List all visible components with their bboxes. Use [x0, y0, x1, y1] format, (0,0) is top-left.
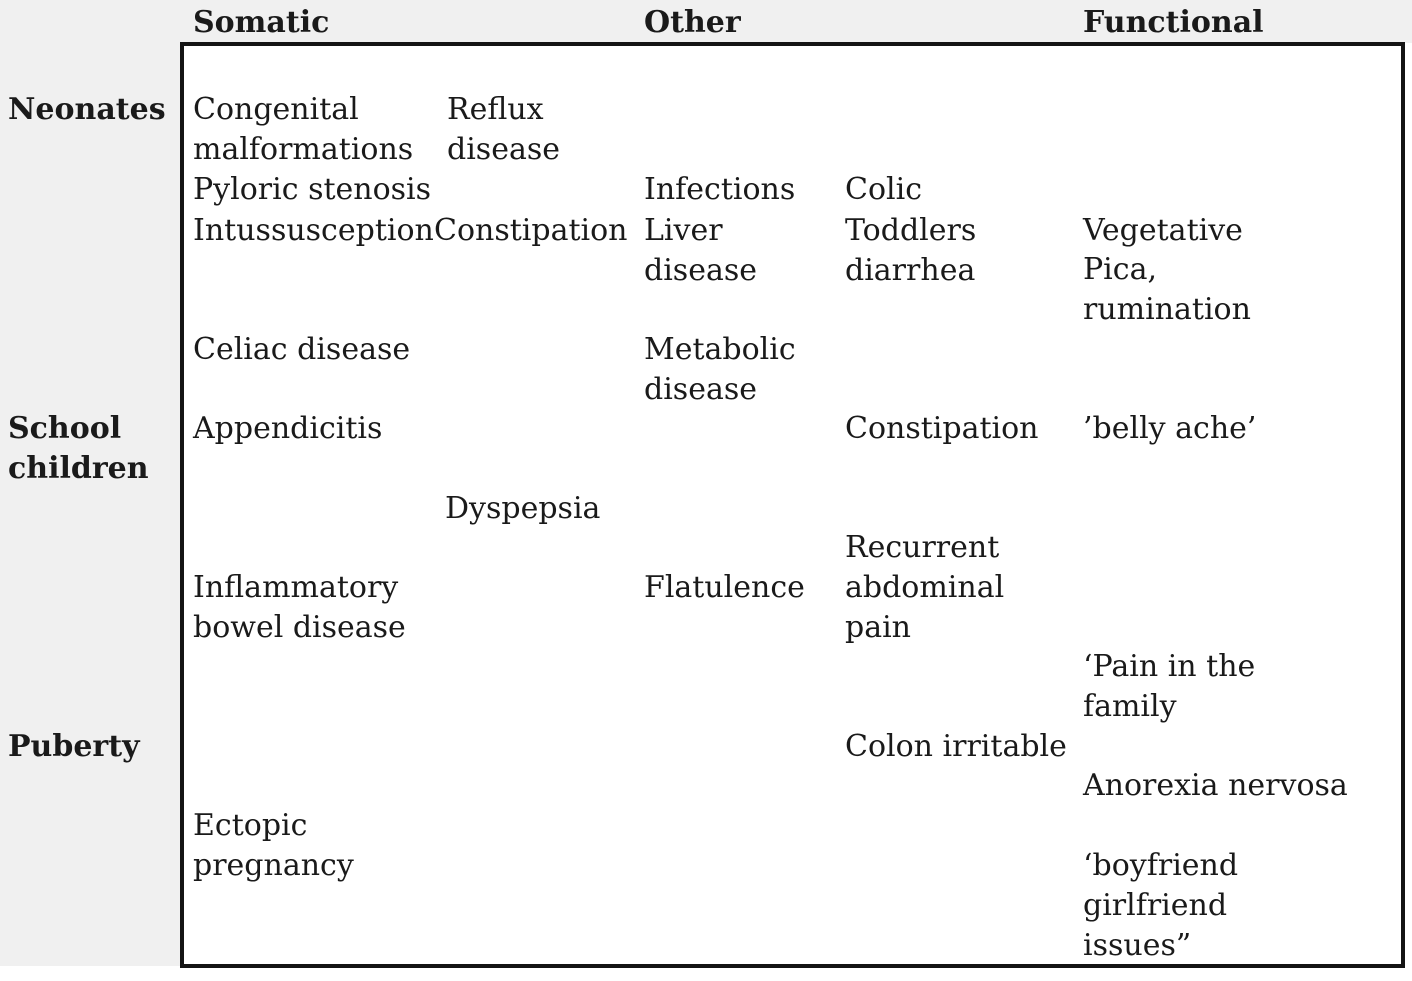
row-label-neonates: Neonates — [8, 92, 166, 127]
row-label-line: children — [8, 451, 149, 486]
row-label-background — [0, 0, 180, 966]
cell-line: Pica, — [1083, 252, 1158, 287]
header-other: Other — [644, 5, 741, 40]
cell-line: malformations — [193, 132, 414, 167]
cell-line: Recurrent — [845, 530, 1000, 565]
cell-constipation-other: Constipation — [845, 411, 1039, 446]
cell-line: Metabolic — [644, 332, 796, 367]
cell-line: family — [1083, 689, 1177, 724]
cell-line: Congenital — [193, 92, 359, 127]
cell-intussusception: Intussusception — [193, 213, 434, 248]
cell-ectopic-pregnancy: Ectopic pregnancy — [193, 806, 354, 886]
header-somatic: Somatic — [193, 5, 330, 40]
cell-colon-irritable: Colon irritable — [845, 729, 1067, 764]
cell-pyloric-stenosis: Pyloric stenosis — [193, 172, 432, 207]
cell-line: girlfriend — [1083, 888, 1228, 923]
cell-line: pregnancy — [193, 848, 354, 883]
cell-appendicitis: Appendicitis — [193, 411, 383, 446]
cell-liver-disease: Liver disease — [644, 211, 757, 291]
cell-line: disease — [644, 372, 757, 407]
cell-line: disease — [447, 132, 560, 167]
cell-line: Ectopic — [193, 808, 308, 843]
cell-line: rumination — [1083, 292, 1251, 327]
cell-recurrent-abdominal-pain: Recurrent abdominal pain — [845, 528, 1004, 648]
cell-line: diarrhea — [845, 253, 976, 288]
cell-anorexia-nervosa: Anorexia nervosa — [1083, 768, 1348, 803]
cell-line: Reflux — [447, 92, 544, 127]
cell-line: ‘boyfriend — [1083, 848, 1239, 883]
cell-line: Inflammatory — [193, 570, 399, 605]
cell-constipation: Constipation — [434, 213, 628, 248]
cell-line: Toddlers — [845, 213, 977, 248]
row-label-puberty: Puberty — [8, 729, 140, 764]
cell-boyfriend-girlfriend-issues: ‘boyfriend girlfriend issues” — [1083, 846, 1238, 966]
cell-infections: Infections — [644, 172, 796, 207]
cell-line: bowel disease — [193, 610, 406, 645]
cell-pica-rumination: Pica, rumination — [1083, 250, 1251, 330]
cell-congenital-malformations: Congenital malformations — [193, 90, 413, 170]
cell-line: abdominal — [845, 570, 1005, 605]
cell-reflux-disease: Reflux disease — [447, 90, 560, 170]
cell-celiac-disease: Celiac disease — [193, 332, 411, 367]
cell-vegetative: Vegetative — [1083, 213, 1243, 248]
cell-metabolic-disease: Metabolic disease — [644, 330, 796, 410]
header-functional: Functional — [1083, 5, 1264, 40]
cell-line: Liver — [644, 213, 723, 248]
cell-toddlers-diarrhea: Toddlers diarrhea — [845, 211, 976, 291]
cell-flatulence: Flatulence — [644, 570, 805, 605]
content-frame — [180, 42, 1405, 968]
cell-line: pain — [845, 610, 912, 645]
cell-line: ‘Pain in the — [1083, 649, 1256, 684]
cell-belly-ache: ’belly ache’ — [1083, 411, 1257, 446]
cell-colic: Colic — [845, 172, 923, 207]
cell-line: issues” — [1083, 928, 1192, 963]
row-label-school-children: School children — [8, 409, 149, 489]
cell-dyspepsia: Dyspepsia — [445, 491, 601, 526]
cell-inflammatory-bowel-disease: Inflammatory bowel disease — [193, 568, 406, 648]
column-header-background — [180, 0, 1412, 43]
cell-pain-in-family: ‘Pain in the family — [1083, 647, 1255, 727]
cell-line: disease — [644, 253, 757, 288]
row-label-line: School — [8, 411, 122, 446]
